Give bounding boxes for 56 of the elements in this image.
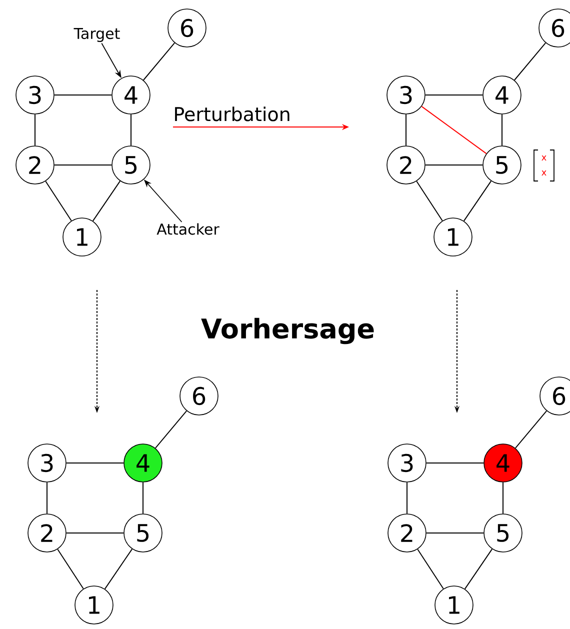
edge-line (104, 548, 133, 590)
edge-line (421, 106, 487, 154)
edge-line (66, 532, 124, 534)
graph-node: 3 (16, 76, 54, 114)
graph-node: 3 (388, 444, 426, 482)
graph-node: 2 (28, 514, 66, 552)
edge-line (464, 548, 493, 590)
edge-line (142, 42, 176, 81)
graph-node: 1 (62, 218, 102, 256)
graph-node: 5 (484, 514, 522, 552)
graph-node: 4 (124, 444, 162, 482)
graph-node: 5 (482, 146, 522, 184)
edge-line (502, 482, 504, 514)
edge-line (46, 482, 48, 514)
edge-line (426, 532, 484, 534)
edge-line (416, 180, 443, 222)
edge-line (406, 482, 408, 514)
graph-node: 4 (484, 444, 522, 482)
graph-node: 2 (388, 514, 426, 552)
graph-node: 6 (540, 376, 570, 416)
graph-node: 6 (180, 376, 218, 416)
feature-vector: x x (534, 150, 554, 182)
edge-line (34, 114, 36, 146)
edge-line (142, 482, 144, 514)
graph-node: 2 (386, 146, 426, 184)
edge-line (45, 180, 72, 222)
edge-line (514, 42, 546, 81)
edge-line (92, 180, 121, 222)
graph-node: 1 (434, 586, 474, 624)
edge-line (514, 410, 548, 449)
graph-node: 1 (74, 586, 114, 624)
edge-line (426, 462, 484, 464)
graph-node: 3 (28, 444, 66, 482)
edge-line (417, 548, 444, 590)
annotation-text: Attacker (156, 223, 220, 235)
annotation-text: Target (74, 28, 120, 42)
graph-node: 4 (112, 76, 150, 114)
graph-node: 5 (112, 146, 150, 184)
arrow-label: Perturbation (175, 106, 290, 122)
edge-line (54, 164, 112, 166)
graph-node: 3 (386, 76, 426, 114)
heading: Vorhersage (201, 318, 374, 344)
edge-line (424, 94, 484, 96)
graph-node: 2 (16, 146, 54, 184)
edge-line (130, 114, 132, 146)
edge-line (424, 164, 484, 166)
edge-line (57, 548, 84, 590)
graph-node: 5 (124, 514, 162, 552)
graph-node: 4 (482, 76, 522, 114)
edge-line (54, 94, 112, 96)
edge-line (463, 180, 492, 222)
graph-node: 6 (538, 8, 570, 48)
graph-node: 6 (168, 8, 206, 48)
edge-line (66, 462, 124, 464)
edge-line (154, 410, 188, 449)
graph-node: 1 (434, 218, 472, 256)
